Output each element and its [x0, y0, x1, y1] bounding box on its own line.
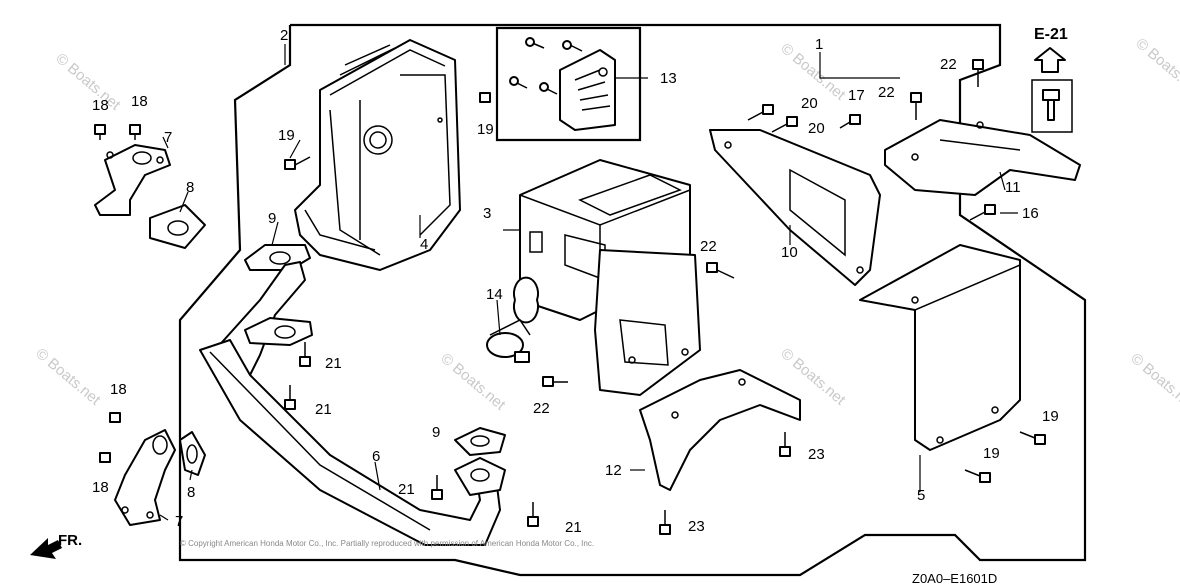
drawing-code: Z0A0–E1601D	[912, 571, 997, 586]
callout-21-b: 21	[315, 401, 332, 418]
callout-23-b: 23	[688, 518, 705, 535]
callout-19-a: 19	[278, 127, 295, 144]
callout-12: 12	[605, 462, 622, 479]
callout-1: 1	[815, 36, 823, 53]
watermark: © Boats.net	[1127, 350, 1180, 414]
callout-19-b: 19	[477, 121, 494, 138]
clamp-14	[486, 319, 531, 363]
callout-18-a: 18	[92, 97, 109, 114]
watermark: © Boats.net	[437, 350, 509, 414]
front-direction-marker: FR.	[30, 532, 82, 559]
muffler-protector	[294, 39, 461, 271]
callout-7-top: 7	[164, 129, 172, 146]
callout-17: 17	[848, 87, 865, 104]
callout-21-a: 21	[325, 355, 342, 372]
up-arrow-icon	[1034, 47, 1066, 73]
callout-13: 13	[660, 70, 677, 87]
leader-1	[819, 52, 900, 79]
assembly-outline	[178, 23, 1087, 577]
detail-box-13	[495, 26, 642, 142]
callout-20-b: 20	[808, 120, 825, 137]
callout-18-c: 18	[110, 381, 127, 398]
callout-9-lower: 9	[432, 424, 440, 441]
callout-9-top: 9	[268, 210, 276, 227]
bracket-12	[639, 369, 801, 491]
callout-11: 11	[1005, 179, 1021, 196]
front-label: FR.	[58, 532, 82, 549]
callout-10: 10	[781, 244, 798, 261]
muffler-body	[513, 159, 701, 396]
reference-label: E-21	[1034, 26, 1068, 43]
callout-19-c: 19	[1042, 408, 1059, 425]
watermark: © Boats.net	[1132, 35, 1180, 99]
callout-21-d: 21	[565, 519, 582, 536]
reference-marker: E-21	[1031, 26, 1073, 133]
outer-cover-5	[859, 244, 1021, 451]
callout-21-c: 21	[398, 481, 415, 498]
bolt-set	[94, 59, 1046, 535]
callout-7-lower: 7	[175, 513, 183, 530]
callout-8-top: 8	[186, 179, 194, 196]
callout-4: 4	[420, 236, 428, 253]
callout-22-b: 22	[878, 84, 895, 101]
leader-lines	[159, 77, 1018, 521]
bolt-icon	[1042, 89, 1060, 121]
callout-22-d: 22	[533, 400, 550, 417]
gasket-9-lower	[454, 427, 506, 456]
front-arrow-icon	[30, 538, 62, 559]
bracket-11	[884, 119, 1081, 196]
callout-18-b: 18	[131, 93, 148, 110]
reference-frame	[1031, 79, 1073, 133]
callout-18-d: 18	[92, 479, 109, 496]
callout-3: 3	[483, 205, 491, 222]
exhaust-elbow-7-top	[94, 144, 206, 249]
copyright-notice: © Copyright American Honda Motor Co., In…	[180, 539, 594, 548]
callout-6: 6	[372, 448, 380, 465]
watermark: © Boats.net	[32, 345, 104, 409]
callout-14: 14	[486, 286, 503, 303]
callout-20-a: 20	[801, 95, 818, 112]
callout-22-c: 22	[700, 238, 717, 255]
heat-shield-13	[509, 37, 616, 131]
callout-16: 16	[1022, 205, 1039, 222]
callout-2: 2	[280, 27, 288, 44]
callouts: 1 2 3 4 5 6 7 7 8 8 9 9 10 11 12 13 14 1…	[92, 27, 1059, 536]
callout-22-a: 22	[940, 56, 957, 73]
watermark: © Boats.net	[52, 50, 124, 114]
callout-5: 5	[917, 487, 925, 504]
exhaust-elbow-7-lower	[114, 429, 206, 526]
callout-19-d: 19	[983, 445, 1000, 462]
callout-23-a: 23	[808, 446, 825, 463]
callout-8-lower: 8	[187, 484, 195, 501]
exhaust-pipe-6	[199, 261, 506, 546]
bracket-10	[709, 129, 881, 286]
